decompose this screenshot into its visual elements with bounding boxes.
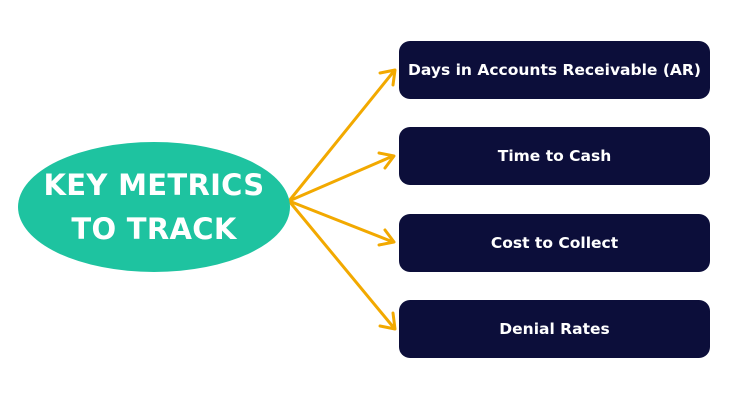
- key-metrics-title-line1: KEY METRICS: [43, 168, 265, 202]
- key-metrics-title: KEY METRICS TO TRACK: [44, 163, 265, 251]
- arrow-to-days-in-ar: [287, 68, 397, 203]
- key-metrics-ellipse: KEY METRICS TO TRACK: [18, 142, 290, 272]
- metric-label-days-in-ar: Days in Accounts Receivable (AR): [408, 61, 701, 79]
- connector-arrows: [287, 68, 397, 331]
- metric-box-time-to-cash: Time to Cash: [399, 127, 710, 185]
- metric-box-cost-to-collect: Cost to Collect: [399, 214, 710, 272]
- metric-label-denial-rates: Denial Rates: [499, 320, 610, 338]
- metric-box-denial-rates: Denial Rates: [399, 300, 710, 358]
- arrow-to-denial-rates: [287, 199, 397, 331]
- key-metrics-title-line2: TO TRACK: [71, 212, 237, 246]
- metric-label-time-to-cash: Time to Cash: [497, 147, 612, 165]
- metric-label-cost-to-collect: Cost to Collect: [490, 234, 619, 252]
- arrow-to-cost-to-collect: [287, 199, 396, 247]
- metric-box-days-in-ar: Days in Accounts Receivable (AR): [399, 41, 710, 99]
- arrow-to-time-to-cash: [287, 151, 396, 203]
